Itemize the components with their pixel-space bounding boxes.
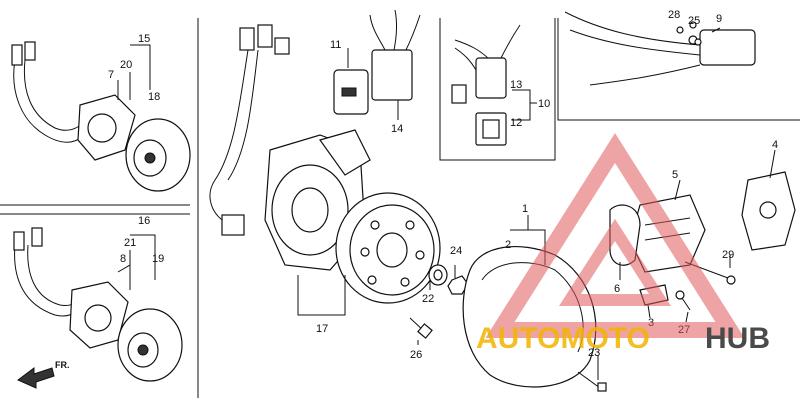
label-23: 23 <box>588 347 600 359</box>
label-21: 21 <box>124 237 136 249</box>
automotohub-watermark: AUTOMOTO HUB <box>476 133 770 355</box>
washer-22 <box>428 264 448 286</box>
label-17: 17 <box>316 323 328 335</box>
label-1: 1 <box>522 203 528 215</box>
stator-assembly-15 <box>11 41 191 192</box>
label-6: 6 <box>614 283 620 295</box>
label-5: 5 <box>672 169 678 181</box>
label-15: 15 <box>138 33 150 45</box>
section-dividers <box>0 18 800 398</box>
bolt-23 <box>577 371 607 392</box>
watermark-hub-text: HUB <box>705 322 770 355</box>
front-direction-label: FR. <box>55 360 70 370</box>
cover-4 <box>741 171 796 251</box>
front-direction-arrow-icon: FR. <box>17 360 70 389</box>
label-4: 4 <box>772 139 778 151</box>
bolt-25-28 <box>676 26 702 46</box>
part-number-labels: 15 20 7 18 16 21 8 19 11 14 13 10 12 28 … <box>108 9 778 361</box>
flywheel-rotor <box>335 192 441 304</box>
label-8: 8 <box>120 253 126 265</box>
bracket-12 <box>475 112 507 146</box>
label-20: 20 <box>120 59 132 71</box>
label-11: 11 <box>330 39 341 51</box>
leader-lines <box>117 27 776 380</box>
ignition-coil-11 <box>333 69 369 115</box>
label-7: 7 <box>108 69 114 81</box>
bolt-26 <box>409 317 433 339</box>
label-13: 13 <box>510 79 522 91</box>
coil-9 <box>564 11 756 86</box>
stator-assembly-16 <box>13 227 183 382</box>
cdi-unit-14 <box>369 9 421 101</box>
label-29: 29 <box>722 249 734 261</box>
label-19: 19 <box>152 253 164 265</box>
label-16: 16 <box>138 215 150 227</box>
nut-24 <box>447 275 469 295</box>
label-14: 14 <box>391 123 403 135</box>
label-28: 28 <box>668 9 680 21</box>
bolt-27 <box>675 290 691 311</box>
label-12: 12 <box>510 117 522 129</box>
label-18: 18 <box>148 91 160 103</box>
label-9: 9 <box>716 13 722 25</box>
generator-cover-1 <box>462 245 597 388</box>
label-26: 26 <box>410 349 422 361</box>
watermark-auto-text: AUTOMOTO <box>476 322 650 355</box>
label-24: 24 <box>450 245 462 257</box>
regulator-13 <box>451 24 521 104</box>
label-2: 2 <box>505 239 511 251</box>
label-25: 25 <box>688 15 700 27</box>
label-22: 22 <box>422 293 434 305</box>
label-10: 10 <box>538 98 550 110</box>
